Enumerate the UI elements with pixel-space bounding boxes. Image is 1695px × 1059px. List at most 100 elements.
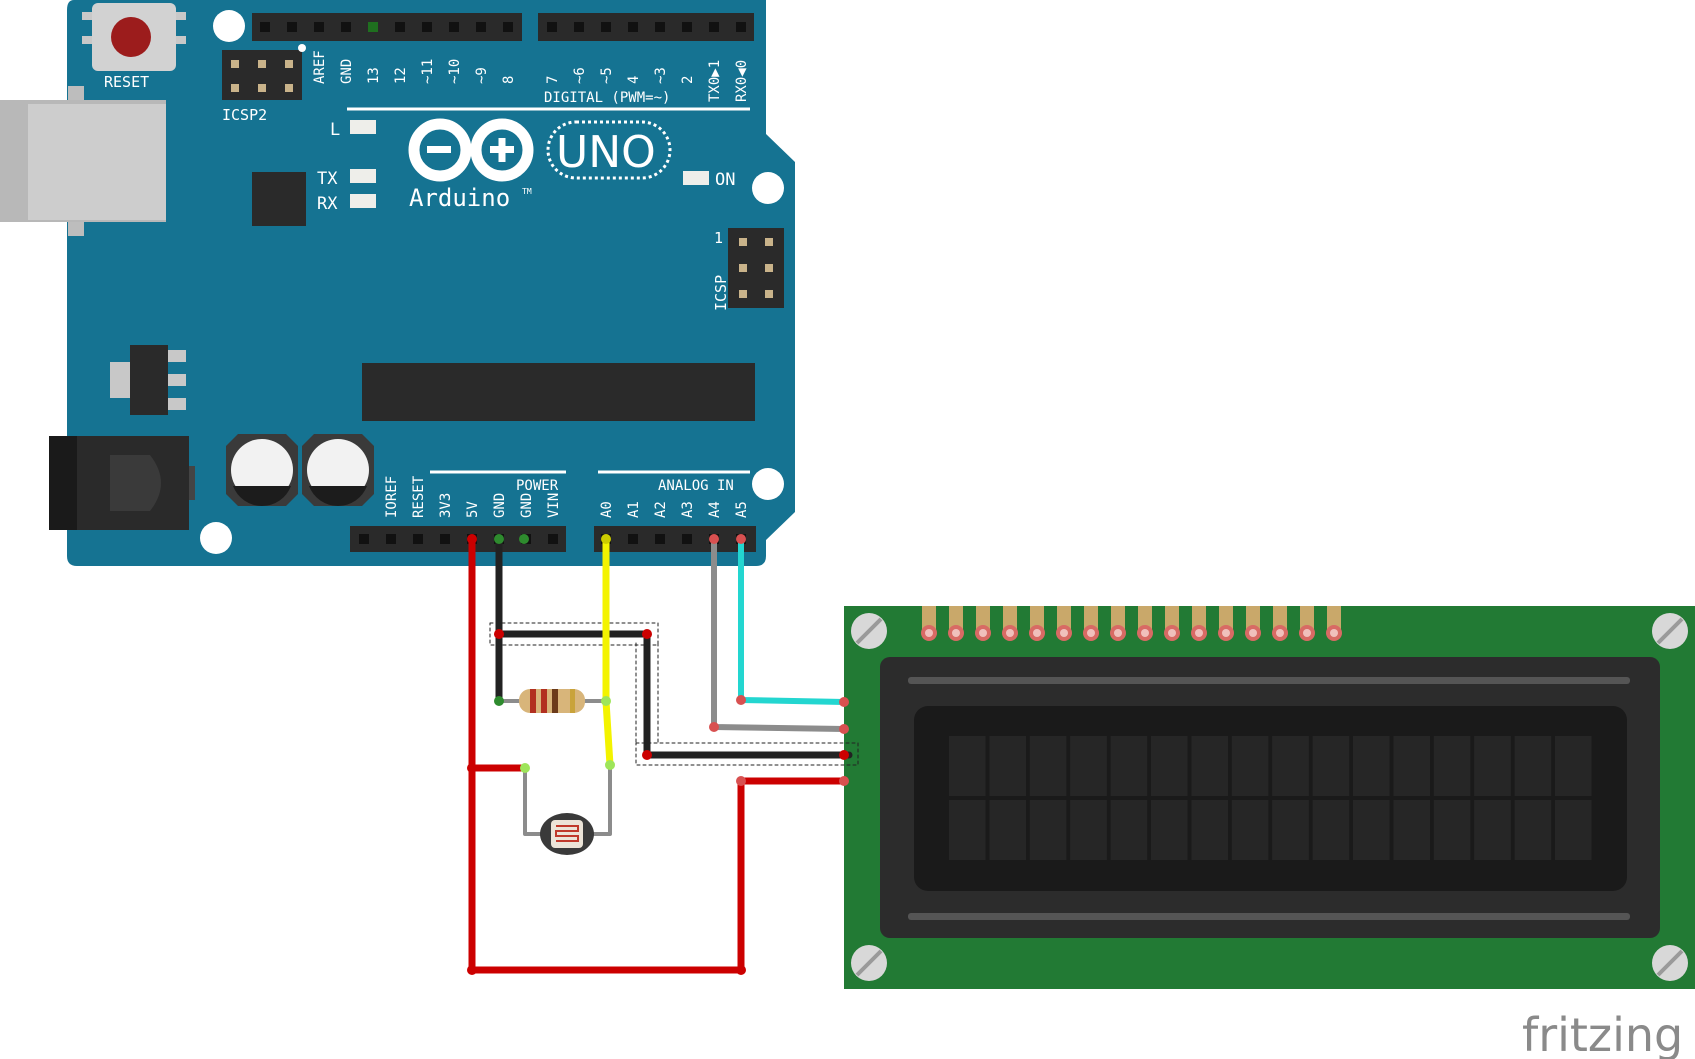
lcd-pin — [949, 606, 963, 630]
lcd-character-cell — [1029, 736, 1067, 796]
digital-pin-label: RX0◀0 — [734, 60, 750, 102]
lcd-character-cell — [1514, 800, 1552, 860]
digital-header — [252, 13, 754, 41]
digital-pin-hole — [287, 22, 297, 32]
lcd-pin — [1057, 606, 1071, 630]
capacitor — [226, 434, 298, 507]
digital-pin-label: 13 — [366, 67, 382, 84]
digital-pin-label: 12 — [393, 67, 409, 84]
lcd-pin — [1084, 606, 1098, 630]
analog-pin-label: A4 — [707, 501, 723, 518]
power-pin-hole — [440, 534, 450, 544]
lcd-pin-pad-center — [952, 629, 960, 637]
digital-pin-label: 2 — [680, 76, 696, 84]
lcd-character-cell — [1433, 800, 1471, 860]
lcd-character-cell — [1191, 800, 1228, 860]
microcontroller-chip — [362, 363, 755, 421]
lcd-character-cell — [1272, 736, 1309, 796]
lcd-pin — [1003, 606, 1017, 630]
lcd-character-cell — [1151, 800, 1188, 860]
digital-pin-hole — [601, 22, 611, 32]
led-rx: RX — [317, 194, 376, 214]
digital-pin-hole — [395, 22, 405, 32]
lcd-pin-pad-center — [1249, 629, 1257, 637]
digital-pin-label: 4 — [626, 76, 642, 84]
digital-pin-hole — [476, 22, 486, 32]
dc-barrel-jack — [49, 436, 195, 530]
usb-connector — [0, 86, 166, 236]
lcd-bezel-highlight — [908, 677, 1630, 684]
digital-pin-hole — [574, 22, 584, 32]
selected-wire-outline — [635, 742, 859, 766]
lcd-character-cell — [1070, 736, 1107, 796]
power-label: POWER — [516, 478, 559, 494]
lcd-pin-pad-center — [979, 629, 987, 637]
analog-pin-hole — [655, 534, 665, 544]
digital-pin-label: 7 — [545, 76, 561, 84]
analog-pin-label: A1 — [626, 501, 642, 518]
digital-pin-hole — [341, 22, 351, 32]
lcd-screw — [1652, 613, 1688, 649]
analog-label: ANALOG IN — [658, 478, 734, 494]
lcd-character-cell — [1433, 736, 1471, 796]
lcd-character-cell — [1555, 800, 1592, 860]
capacitor — [302, 434, 374, 507]
digital-pin-label: GND — [339, 59, 355, 84]
reset-label: RESET — [104, 73, 149, 91]
logo-infinity-right — [470, 118, 534, 182]
digital-label: DIGITAL (PWM=~) — [544, 90, 670, 106]
power-pin-label: VIN — [546, 493, 562, 518]
digital-pin-hole-active — [368, 22, 378, 32]
lcd-character-cell — [1555, 736, 1592, 796]
power-pin-hole — [413, 534, 423, 544]
analog-pin-label: A3 — [680, 501, 696, 518]
lcd-character-cell — [1029, 800, 1067, 860]
lcd-character-cell — [1393, 800, 1430, 860]
power-pin-label: GND — [492, 493, 508, 518]
lcd-character-cell — [1393, 736, 1430, 796]
lcd-character-cell — [1272, 800, 1309, 860]
lcd-pin-pad-center — [1060, 629, 1068, 637]
lcd-character-cell — [1353, 800, 1390, 860]
lcd-character-cell — [949, 800, 986, 860]
resistor — [519, 689, 585, 713]
led-tx: TX — [317, 169, 376, 189]
uno-badge: UNO — [546, 120, 672, 180]
mounting-hole — [213, 10, 245, 42]
analog-pin-label: A0 — [599, 501, 615, 518]
lcd-pin — [1273, 606, 1287, 630]
lcd-character-cell — [1474, 800, 1511, 860]
fritzing-watermark: fritzing — [1522, 1008, 1683, 1059]
power-pin-hole — [548, 534, 558, 544]
wire-a0 — [602, 535, 614, 769]
digital-pin-hole — [260, 22, 270, 32]
digital-pin-hole — [628, 22, 638, 32]
lcd-character-cell — [1110, 736, 1148, 796]
lcd-pin — [1030, 606, 1044, 630]
reset-button[interactable] — [82, 3, 186, 71]
logo-trademark: TM — [522, 187, 532, 196]
digital-pin-label: ~3 — [653, 67, 669, 84]
digital-pin-label: 8 — [501, 76, 517, 84]
lcd-pin — [1246, 606, 1260, 630]
digital-pin-hole — [547, 22, 557, 32]
power-pin-hole — [386, 534, 396, 544]
lcd-character-cell — [949, 736, 986, 796]
arduino-logo: Arduino TM — [408, 118, 534, 212]
selected-wire-outline — [489, 622, 659, 646]
power-pin-label: 5V — [465, 501, 481, 518]
lcd-character-cell — [1312, 736, 1350, 796]
digital-pin-label: ~11 — [420, 59, 436, 84]
lcd-character-cell — [1231, 736, 1269, 796]
icsp2-label: ICSP2 — [222, 106, 267, 124]
logo-infinity-left — [408, 118, 472, 182]
lcd-character-cell — [1353, 736, 1390, 796]
digital-pin-hole — [449, 22, 459, 32]
digital-pin-label: ~9 — [474, 67, 490, 84]
lcd-pin-pad-center — [1303, 629, 1311, 637]
lcd-pin-pad-center — [1330, 629, 1338, 637]
analog-pin-label: A2 — [653, 501, 669, 518]
lcd-character-cell — [1191, 736, 1228, 796]
digital-pin-label: AREF — [312, 50, 328, 84]
